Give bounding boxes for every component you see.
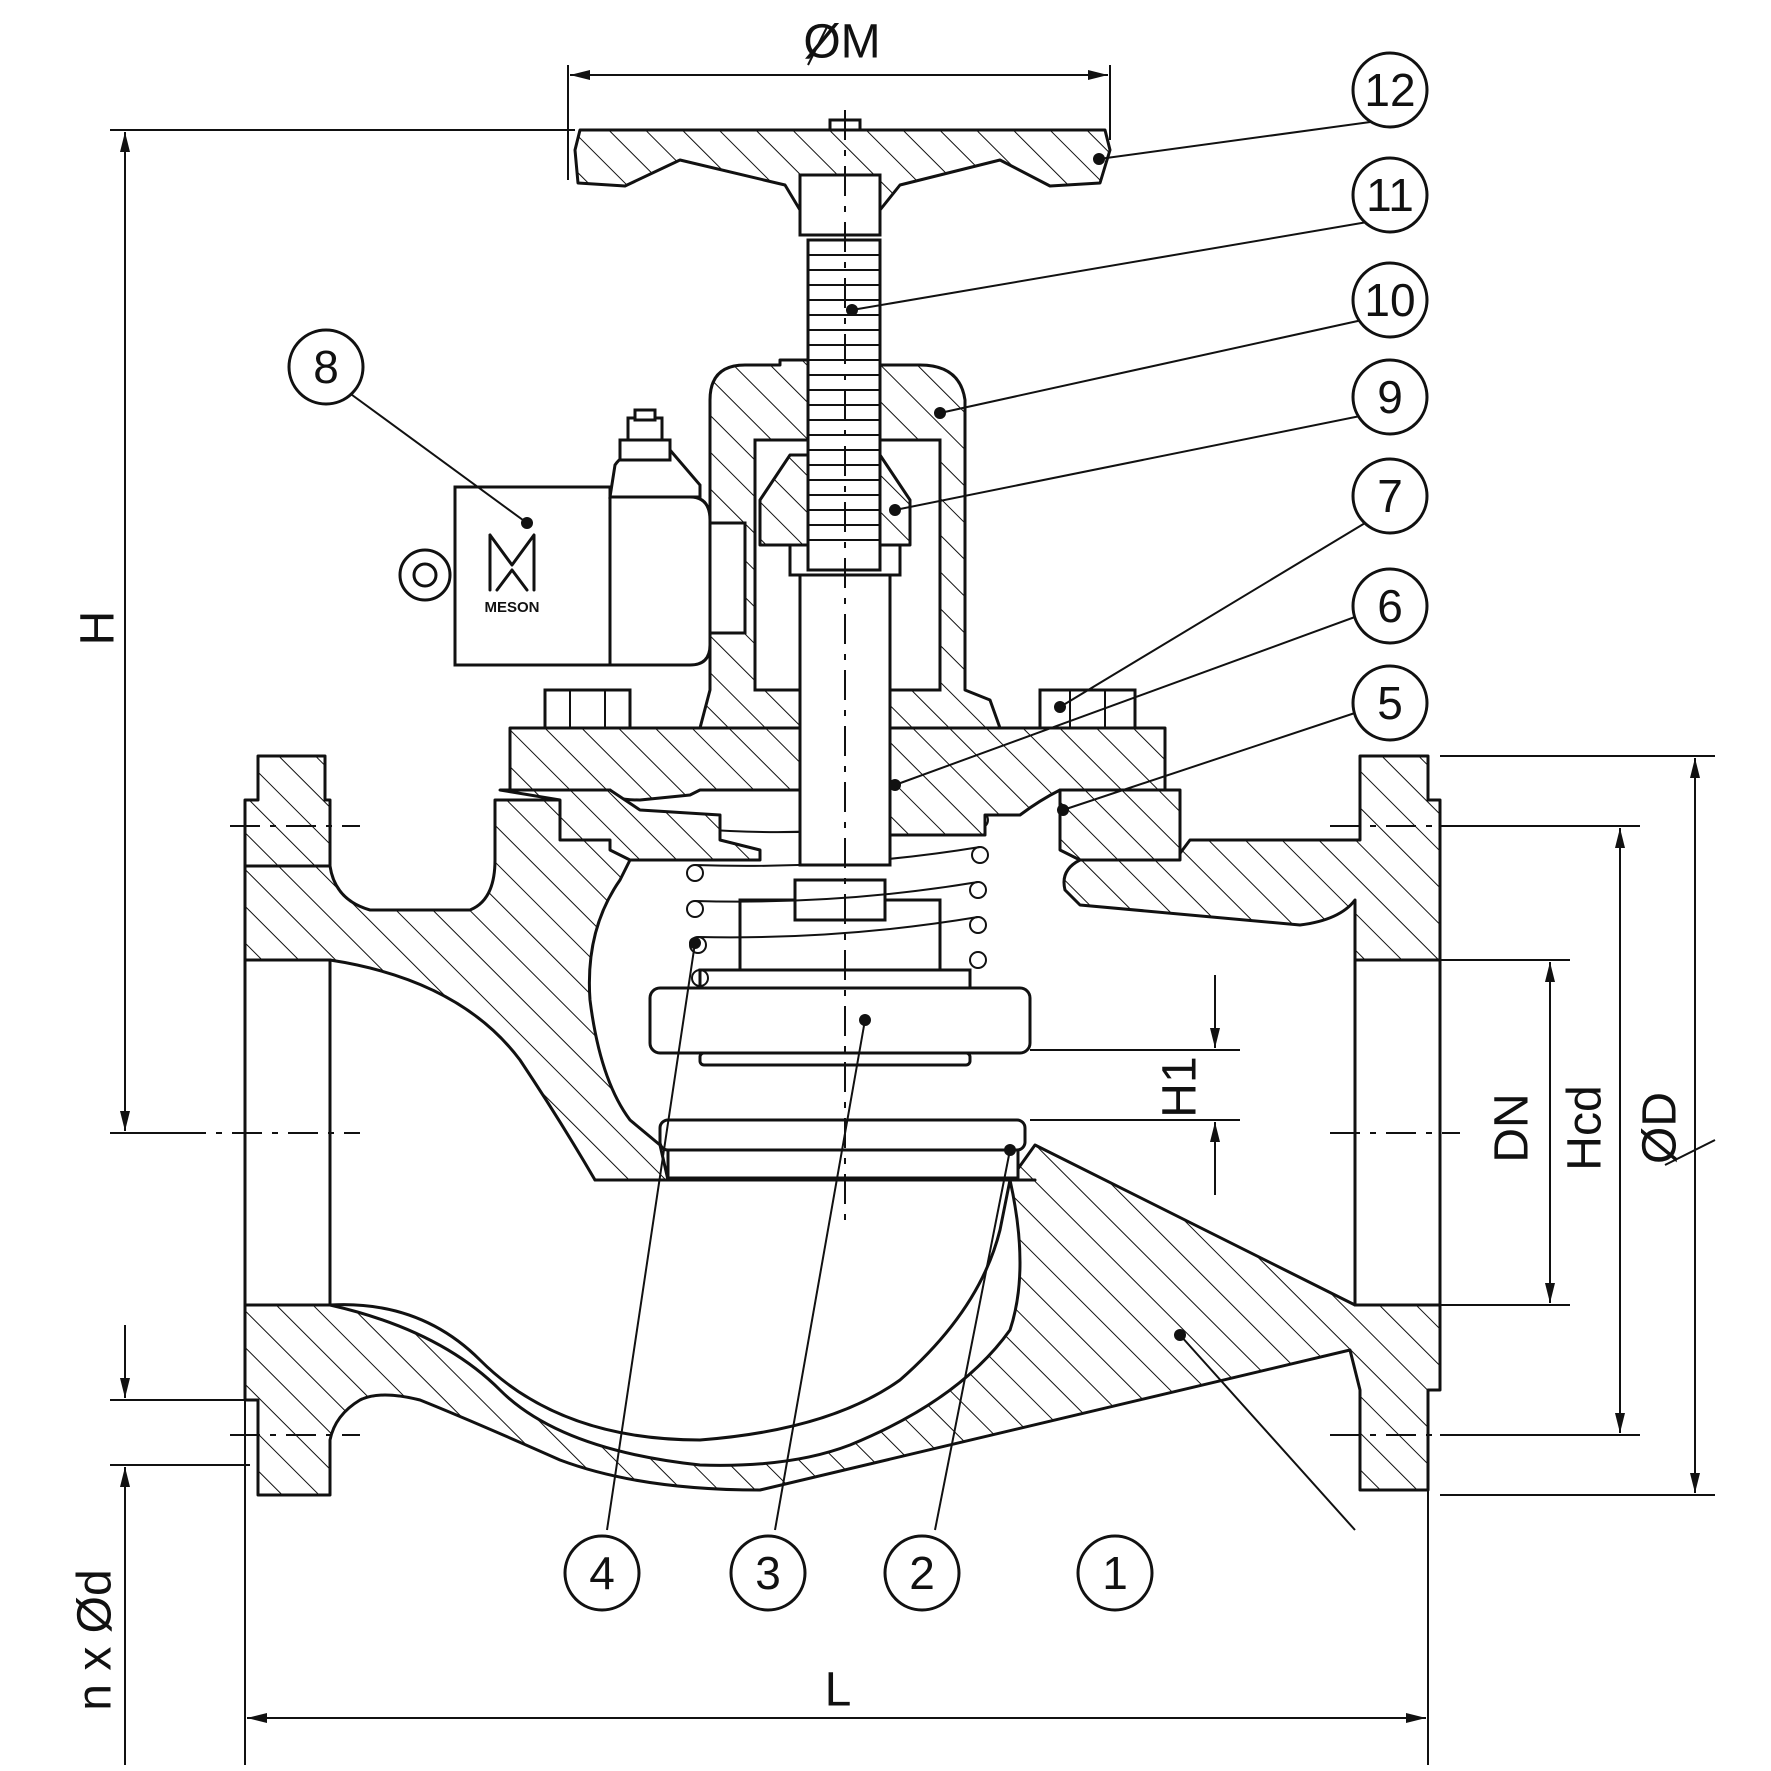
balloon-3: 3 (729, 1534, 807, 1612)
logo-text: MESON (484, 599, 539, 616)
balloon-11: 11 (1351, 156, 1429, 234)
valve-disc (648, 878, 1032, 1067)
balloon-7: 7 (1351, 457, 1429, 535)
balloon-2: 2 (883, 1534, 961, 1612)
balloon-8: 8 (287, 328, 365, 406)
dim-label-h1: H1 (1154, 1056, 1207, 1117)
balloon-6: 6 (1351, 567, 1429, 645)
balloon-6-label: 6 (1377, 580, 1403, 632)
dimension-lines (110, 24, 1716, 1765)
balloon-12: 12 (1351, 51, 1429, 129)
dim-label-m: ØM (803, 16, 880, 69)
balloon-3-label: 3 (755, 1547, 781, 1599)
balloon-4-label: 4 (589, 1547, 615, 1599)
balloon-1-label: 1 (1102, 1547, 1128, 1599)
dim-label-bolt-holes: n x Ød (69, 1569, 122, 1710)
balloon-9: 9 (1351, 358, 1429, 436)
balloon-1: 1 (1076, 1534, 1154, 1612)
dim-label-dn: DN (1486, 1093, 1539, 1162)
callout-leaders (347, 119, 1386, 1531)
balloon-5: 5 (1351, 664, 1429, 742)
handwheel (573, 128, 1112, 237)
dim-label-h: H (72, 611, 125, 646)
balloon-8-label: 8 (313, 341, 339, 393)
balloon-4: 4 (563, 1534, 641, 1612)
balloon-10: 10 (1351, 261, 1429, 339)
dim-label-l: L (825, 1664, 852, 1717)
balloon-12-label: 12 (1364, 64, 1415, 116)
balloon-10-label: 10 (1364, 274, 1415, 326)
balloon-5-label: 5 (1377, 677, 1403, 729)
balloon-9-label: 9 (1377, 371, 1403, 423)
balloon-7-label: 7 (1377, 470, 1403, 522)
balloon-11-label: 11 (1366, 169, 1414, 221)
dim-label-d: ØD (1634, 1092, 1687, 1164)
balloon-2-label: 2 (909, 1547, 935, 1599)
dimension-labels: ØM H H1 DN Hcd ØD L n x Ød (69, 16, 1687, 1717)
dim-label-hcd: Hcd (1559, 1085, 1612, 1170)
position-switch: MESON (398, 408, 747, 667)
